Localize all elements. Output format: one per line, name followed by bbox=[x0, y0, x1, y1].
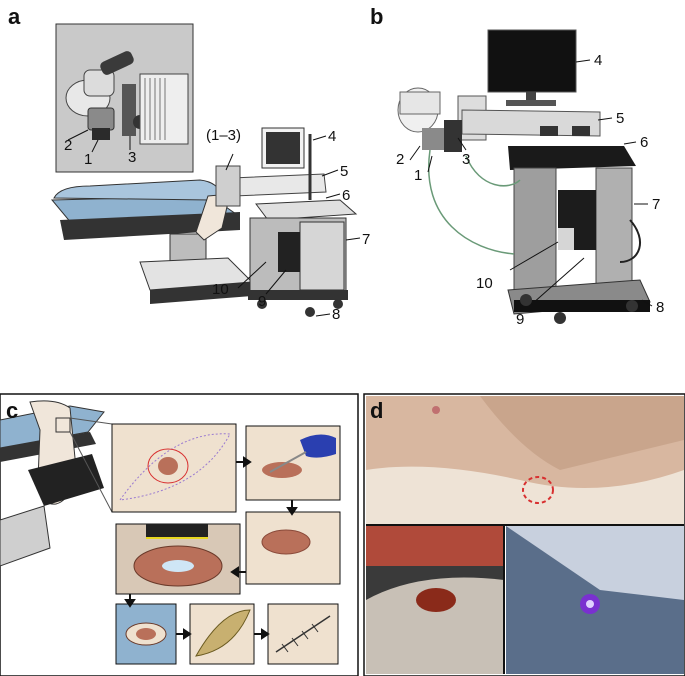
panel-b-letter: b bbox=[370, 4, 384, 29]
panel-b-label-10: 10 bbox=[476, 275, 493, 292]
panel-b-label-8: 8 bbox=[656, 299, 665, 316]
panel-c-letter: c bbox=[6, 398, 19, 423]
panel-a-label-10: 10 bbox=[212, 281, 229, 298]
panel-a-device-drawing bbox=[50, 127, 361, 317]
panel-b-label-3: 3 bbox=[462, 151, 471, 168]
panel-b-label-5: 5 bbox=[616, 110, 625, 127]
panel-a-letter: a bbox=[8, 4, 21, 29]
panel-a-inset-label-3: 3 bbox=[128, 149, 137, 166]
panel-a-label-4: 4 bbox=[328, 128, 337, 145]
panel-a-label-1-3: (1–3) bbox=[206, 127, 242, 144]
panel-b-label-7: 7 bbox=[652, 196, 661, 213]
panel-a-label-9: 9 bbox=[258, 293, 267, 310]
panel-a-label-5: 5 bbox=[340, 163, 349, 180]
panel-a-inset bbox=[55, 23, 194, 173]
panel-a-inset-label-2: 2 bbox=[64, 137, 73, 154]
panel-c-procedure-illustration bbox=[0, 393, 359, 676]
panel-d-letter: d bbox=[370, 398, 384, 423]
panel-b-device-photo bbox=[397, 29, 653, 324]
panel-a-label-6: 6 bbox=[342, 187, 351, 204]
panel-b-label-1: 1 bbox=[414, 167, 423, 184]
panel-b-label-2: 2 bbox=[396, 151, 405, 168]
panel-b-label-6: 6 bbox=[640, 134, 649, 151]
panel-a-label-8: 8 bbox=[332, 306, 341, 323]
panel-a-inset-label-1: 1 bbox=[84, 151, 93, 168]
panel-b-label-4: 4 bbox=[594, 52, 603, 69]
panel-b-label-9: 9 bbox=[516, 311, 525, 328]
panel-d-clinical-photos bbox=[363, 393, 685, 676]
panel-a-label-7: 7 bbox=[362, 231, 371, 248]
